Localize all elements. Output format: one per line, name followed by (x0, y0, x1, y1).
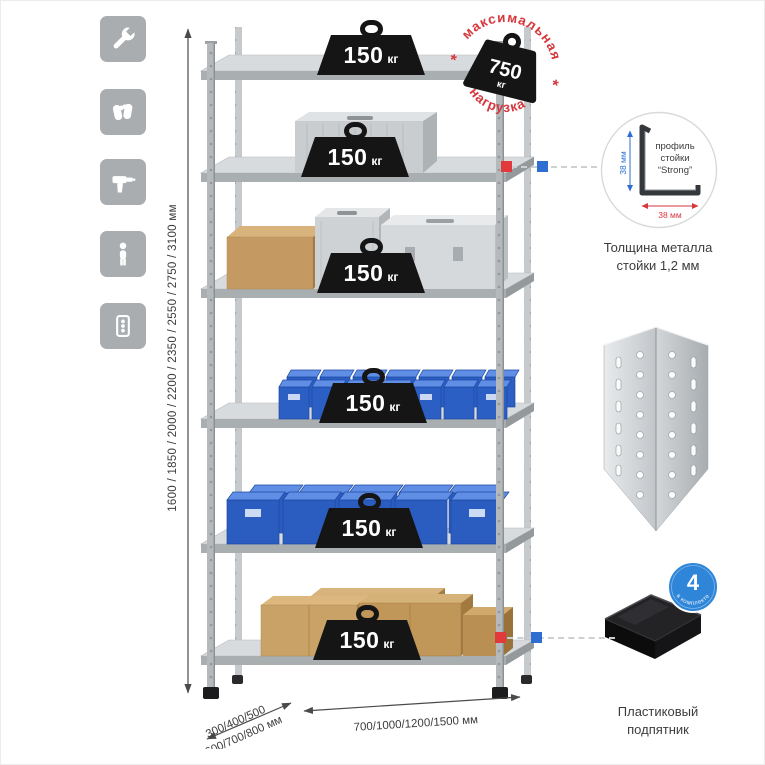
rack-front-posts (203, 41, 508, 699)
profile-caption-line1: Толщина металла (603, 240, 713, 255)
width-dimension: 700/1000/1200/1500 мм (303, 693, 521, 734)
blue-marker-square (537, 161, 548, 172)
shelf-load-badge: 150 кг (317, 20, 425, 75)
shelf-load-unit: кг (371, 153, 383, 168)
hardware-icon (116, 315, 130, 337)
shelf-load-unit: кг (383, 636, 395, 651)
corner-post-image (603, 326, 709, 532)
max-load-stamp: максимальная нагрузка * * 750 кг (448, 7, 569, 122)
depth-dimension: 300/400/500 600/700/800 мм (203, 702, 292, 749)
profile-caption-line2: стойки 1,2 мм (616, 258, 700, 274)
profile-cross-section-detail: 38 мм 38 мм профиль стойки “Strong” (600, 111, 718, 229)
profile-dim-horizontal: 38 мм (658, 210, 682, 220)
shelf-load-unit: кг (389, 399, 401, 414)
gloves-icon (112, 103, 133, 121)
weight-body: 150 кг (313, 620, 421, 660)
foot-caption-line1: Пластиковый (617, 704, 699, 719)
shelf-load-value: 150 (345, 389, 386, 416)
stamp-unit: кг (496, 79, 507, 92)
weight-body: 150 кг (319, 383, 427, 423)
weight-body: 150 кг (317, 35, 425, 75)
drill-icon (112, 176, 136, 193)
wrench-feature (100, 16, 146, 62)
profile-label-2: стойки (660, 153, 689, 164)
included-count-badge: 4 в комплекте (667, 561, 719, 613)
shelf-load-value: 150 (327, 143, 368, 170)
wrench-icon (113, 27, 135, 49)
shelf-load-badge: 150 кг (313, 605, 421, 660)
red-marker-square (495, 632, 506, 643)
profile-caption: Толщина металла стойки 1,2 мм (591, 239, 725, 275)
shelf-load-value: 150 (341, 514, 382, 541)
angle-profile-shape (639, 124, 701, 196)
shelf-load-badge: 150 кг (301, 122, 409, 177)
shelf-load-value: 150 (343, 41, 384, 68)
stamp-star-left: * (448, 52, 459, 70)
profile-dim-vertical: 38 мм (618, 151, 628, 175)
blue-marker-square (531, 632, 542, 643)
person-feature (100, 231, 146, 277)
foot-caption-line2: подпятник (627, 722, 689, 738)
stamp-star-right: * (550, 77, 561, 95)
shelf-load-badge: 150 кг (319, 368, 427, 423)
hardware-feature (100, 303, 146, 349)
profile-label-3: “Strong” (658, 165, 692, 176)
included-count-value: 4 (687, 570, 700, 595)
shelf-load-badge: 150 кг (317, 238, 425, 293)
shelf-load-value: 150 (339, 626, 380, 653)
weight-body: 150 кг (301, 137, 409, 177)
cardboard-box (226, 226, 326, 290)
weight-body: 150 кг (315, 508, 423, 548)
shelf-load-unit: кг (387, 269, 399, 284)
shelf-load-badge: 150 кг (315, 493, 423, 548)
shelf-load-value: 150 (343, 259, 384, 286)
profile-connector-line (501, 166, 597, 168)
stamp-weight-icon: 750 кг (463, 32, 537, 104)
profile-label-1: профиль (655, 141, 694, 152)
rack-back-posts (232, 27, 532, 684)
shelf-load-unit: кг (385, 524, 397, 539)
foot-connector-line (497, 637, 615, 639)
foot-caption: Пластиковый подпятник (593, 703, 723, 739)
person-icon (119, 242, 127, 266)
height-dimension-label: 1600 / 1850 / 2000 / 2200 / 2350 / 2550 … (167, 204, 179, 512)
weight-body: 150 кг (317, 253, 425, 293)
shelf-load-unit: кг (387, 51, 399, 66)
height-dimension-arrow (184, 28, 192, 694)
width-dimension-label: 700/1000/1200/1500 мм (353, 714, 478, 734)
gloves-feature (100, 89, 146, 135)
drill-feature (100, 159, 146, 205)
red-marker-square (501, 161, 512, 172)
